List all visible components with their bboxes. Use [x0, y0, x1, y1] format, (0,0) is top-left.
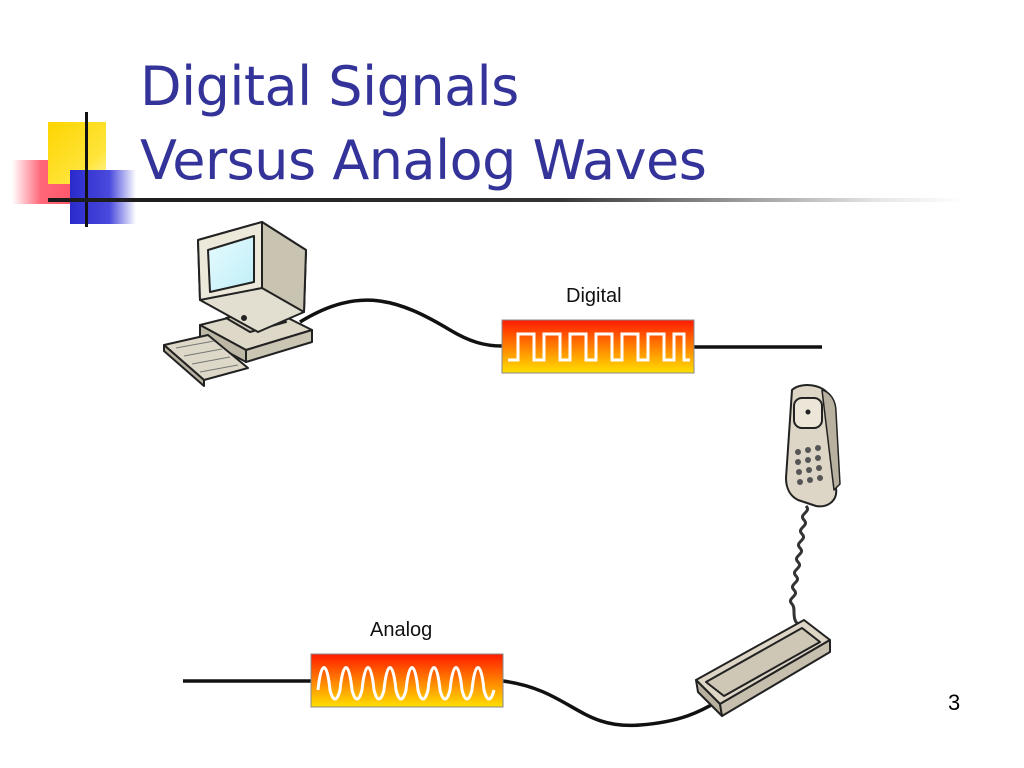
- analog-sine-wave: [316, 666, 496, 701]
- title-underline: [48, 198, 968, 202]
- page-number: 3: [948, 690, 961, 715]
- title-line-2: Versus Analog Waves: [140, 129, 707, 192]
- digital-label: Digital: [566, 285, 622, 307]
- cable-computer-to-digital: [299, 298, 503, 348]
- title-line-1: Digital Signals: [140, 55, 519, 118]
- decor-blue-block: [70, 170, 136, 224]
- slide-title: Digital Signals Versus Analog Waves: [140, 50, 707, 198]
- computer-icon: [163, 221, 313, 387]
- analog-label: Analog: [370, 619, 432, 641]
- coiled-cord: [789, 504, 809, 628]
- telephone-icon: [695, 384, 841, 717]
- decor-vertical-line: [85, 112, 88, 227]
- cable-analog-to-phone: [502, 679, 721, 728]
- digital-square-wave: [508, 332, 690, 362]
- digital-signal-box: [501, 319, 695, 374]
- keypad: [795, 445, 823, 485]
- analog-signal-box: [310, 653, 504, 708]
